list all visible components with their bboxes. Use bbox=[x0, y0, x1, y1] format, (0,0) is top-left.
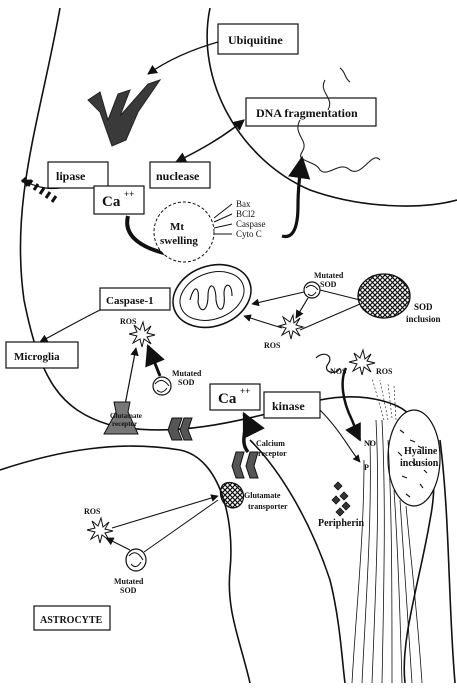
p-label: P bbox=[364, 463, 369, 472]
astrocyte-group: Glutamate transporter ROS Mutated SOD AS… bbox=[34, 483, 288, 630]
ros-to-mito-arrow bbox=[244, 316, 282, 328]
mitochondrion-outer bbox=[164, 254, 260, 338]
mutated-sod-astro-label-1: Mutated bbox=[114, 577, 144, 586]
ca-top-label: Ca bbox=[102, 194, 121, 210]
ca-top-sup: ++ bbox=[124, 189, 134, 199]
sod-to-transporter-line bbox=[144, 500, 218, 552]
ubiquitin-aggregate bbox=[88, 80, 160, 146]
sod-to-mito-arrow bbox=[252, 292, 304, 304]
ros-to-inclusion-line bbox=[300, 304, 360, 330]
bax-label: Bax bbox=[236, 199, 251, 209]
dna-fragmentation-group: DNA fragmentation bbox=[176, 68, 380, 237]
peripherin-label: Peripherin bbox=[318, 518, 365, 529]
ca-mid-sup: ++ bbox=[240, 386, 250, 396]
mt-swelling-label-1: Mt bbox=[170, 221, 184, 233]
bcl2-label: BCl2 bbox=[236, 209, 255, 219]
glutamate-transporter-shape bbox=[220, 483, 243, 508]
mutated-sod-mid-label-2: SOD bbox=[178, 378, 195, 387]
mutated-sod-top-label-1: Mutated bbox=[314, 271, 344, 280]
sod-inclusion-label-1: SOD bbox=[414, 302, 433, 312]
mutated-sod-mid-label-1: Mutated bbox=[172, 369, 202, 378]
mutated-sod-astro-label-2: SOD bbox=[120, 586, 137, 595]
glutamate-receptor-label-1: Glutamate bbox=[110, 412, 142, 420]
sod-mid-to-ros-arrow bbox=[148, 346, 160, 376]
peripherin-aggregate bbox=[332, 482, 350, 516]
mito-release-lines bbox=[214, 204, 232, 234]
kinase-label: kinase bbox=[272, 399, 305, 413]
nuclease-label: nuclease bbox=[156, 169, 200, 183]
calcium-channel-shape bbox=[232, 452, 258, 478]
cyto-c-label: Cyto C bbox=[236, 229, 262, 239]
ros-upper-star bbox=[279, 315, 303, 339]
lipase-label: lipase bbox=[56, 169, 86, 183]
axon-membrane-lower bbox=[250, 440, 345, 683]
calcium-receptor-label-2: receptor bbox=[258, 449, 287, 458]
glutamate-receptor-group: ROS Mutated SOD Glutamate receptor bbox=[104, 317, 202, 434]
sod-inclusion-label-2: inclusion bbox=[406, 314, 441, 324]
glutamate-transporter-label-1: Glutamate bbox=[244, 491, 281, 500]
glutamate-transporter-label-2: transporter bbox=[248, 502, 288, 511]
dna-fragmentation-label: DNA fragmentation bbox=[256, 106, 358, 120]
sod-to-inclusion-line bbox=[320, 290, 360, 300]
mitochondria-swelling-group: Mt swelling Bax BCl2 Caspase Cyto C bbox=[154, 199, 266, 262]
hyaline-inclusion-group: Hyaline inclusion bbox=[352, 378, 440, 683]
kinase-to-p-arrow bbox=[320, 410, 360, 462]
hyaline-inclusion-label-2: inclusion bbox=[400, 458, 439, 469]
caspase-to-microglia-arrow bbox=[40, 310, 100, 342]
calcium-receptor-label-1: Calcium bbox=[256, 439, 285, 448]
caspase-1-label: Caspase-1 bbox=[106, 295, 154, 307]
ros-to-transporter-arrow bbox=[112, 496, 218, 528]
peripherin-group: Peripherin bbox=[318, 482, 365, 529]
nuclease-to-dna-arrow bbox=[176, 120, 244, 162]
nos-ros-to-no-arrow bbox=[343, 368, 360, 440]
ros-astro-label: ROS bbox=[84, 507, 101, 516]
sod-astro-to-ros-arrow bbox=[106, 538, 130, 550]
ros-right-label: ROS bbox=[376, 367, 393, 376]
hyaline-inclusion-label-1: Hyaline bbox=[404, 446, 438, 457]
axon-right-edge bbox=[440, 440, 455, 683]
ros-upper-label: ROS bbox=[264, 341, 281, 350]
sod-complex-upper: SOD inclusion Mutated SOD ROS bbox=[244, 271, 441, 350]
sod-to-ros-arrow bbox=[296, 298, 308, 318]
ros-mid-label: ROS bbox=[120, 317, 137, 326]
astrocyte-membrane bbox=[0, 446, 250, 683]
sod-inclusion-body bbox=[358, 274, 410, 318]
ca-mid-label: Ca bbox=[218, 391, 237, 407]
receptor-to-ros-arrow bbox=[124, 348, 136, 410]
receptor-to-ca-thick-arrow bbox=[244, 414, 248, 452]
caspase-label: Caspase bbox=[236, 219, 266, 229]
astrocyte-label: ASTROCYTE bbox=[40, 615, 103, 626]
mitochondrion-group bbox=[164, 254, 260, 338]
glutamate-receptor-label-2: receptor bbox=[112, 420, 137, 428]
mt-swelling-label-2: swelling bbox=[160, 235, 198, 247]
second-channel-shape bbox=[168, 418, 192, 440]
ubiquitine-group: Ubiquitine bbox=[88, 24, 298, 146]
mutated-sod-top-label-2: SOD bbox=[320, 280, 337, 289]
thick-arrow-to-nucleus bbox=[282, 158, 302, 237]
microglia-label: Microglia bbox=[14, 351, 60, 363]
ros-right-star bbox=[349, 350, 375, 375]
ubiquitine-label: Ubiquitine bbox=[228, 33, 283, 47]
